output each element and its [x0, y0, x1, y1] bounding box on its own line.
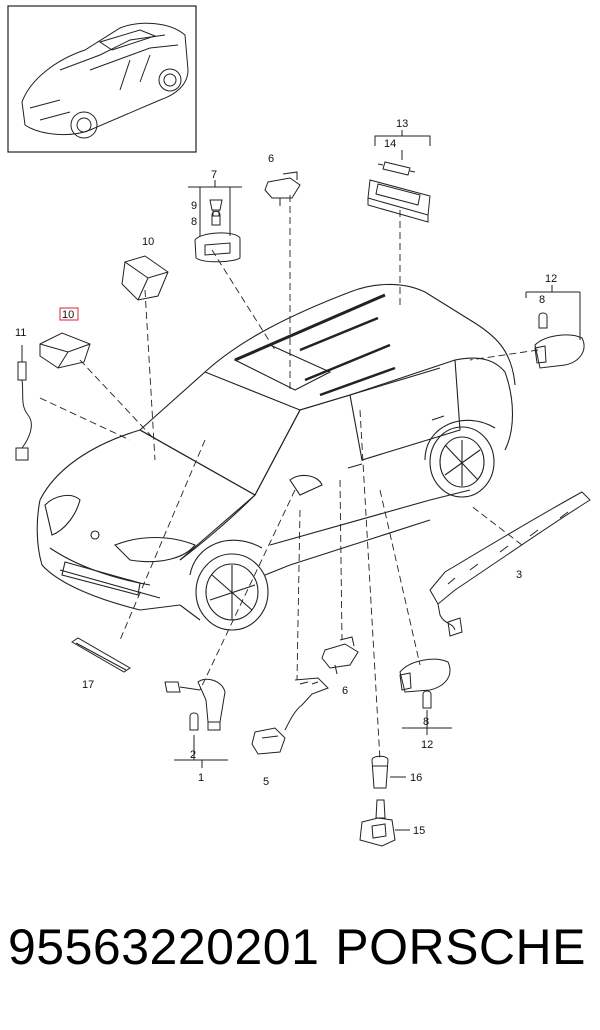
part-1-lamp-socket — [164, 678, 226, 731]
callout-3: 3 — [516, 569, 522, 581]
callout-13: 13 — [396, 118, 408, 130]
callout-6-top: 6 — [268, 153, 274, 165]
callout-9: 9 — [191, 200, 197, 212]
part-10-light-upper — [121, 255, 169, 301]
callout-8-b: 8 — [539, 294, 545, 306]
callout-10-highlighted: 10 — [62, 309, 74, 321]
part-3-trim-strip — [429, 491, 591, 637]
part-10-light-left — [39, 332, 91, 369]
callout-7: 7 — [211, 169, 217, 181]
callout-16: 16 — [410, 772, 422, 784]
vehicle-outline — [36, 283, 516, 631]
part-6-sensor-bottom — [321, 636, 359, 675]
part-8-bulb-a — [211, 210, 221, 226]
callout-15: 15 — [413, 825, 425, 837]
part-13-light — [367, 179, 431, 223]
bracket-12-top — [525, 285, 581, 340]
bracket-7 — [188, 180, 242, 236]
part-2-bulb — [189, 712, 199, 731]
parts-diagram: 13 14 6 7 9 8 10 12 8 10 11 3 17 6 8 12 … — [7, 5, 591, 847]
callout-2: 2 — [190, 749, 196, 761]
part-8-bulb-c — [422, 690, 432, 709]
callout-14: 14 — [384, 138, 396, 150]
part-12-light-upper — [534, 334, 585, 369]
thumbnail-car — [7, 5, 197, 153]
leader-lines — [39, 195, 539, 761]
bracket-12-bottom — [402, 710, 452, 735]
callout-11: 11 — [15, 327, 26, 339]
callout-10-upper: 10 — [142, 236, 154, 248]
bracket-1 — [174, 735, 228, 768]
brand-name: PORSCHE — [335, 919, 586, 975]
part-15-mount — [359, 799, 396, 847]
footer: 95563220201 PORSCHE — [0, 918, 600, 988]
callout-5: 5 — [263, 776, 269, 788]
part-number: 95563220201 — [8, 919, 320, 975]
part-17-trim — [71, 637, 131, 673]
callout-6-bottom: 6 — [342, 685, 348, 697]
callout-labels: 13 14 6 7 9 8 10 12 8 10 11 3 17 6 8 12 … — [15, 118, 557, 837]
callout-1: 1 — [198, 772, 204, 784]
callout-12-bottom: 12 — [421, 739, 433, 751]
part-12-light-lower — [399, 658, 451, 693]
part-5-harness — [251, 677, 329, 755]
callout-8-c: 8 — [423, 716, 429, 728]
bracket-13 — [374, 130, 431, 146]
callout-8-a: 8 — [191, 216, 197, 228]
highlight-box-10 — [59, 307, 79, 321]
part-6-sensor-top — [264, 171, 301, 206]
part-16-socket — [371, 755, 389, 789]
part-11-wire — [15, 345, 32, 461]
part-7-light — [194, 232, 241, 263]
callout-12-top: 12 — [545, 273, 557, 285]
callout-17: 17 — [82, 679, 94, 691]
part-8-bulb-b — [538, 312, 548, 329]
part-14-bulb — [377, 161, 416, 176]
